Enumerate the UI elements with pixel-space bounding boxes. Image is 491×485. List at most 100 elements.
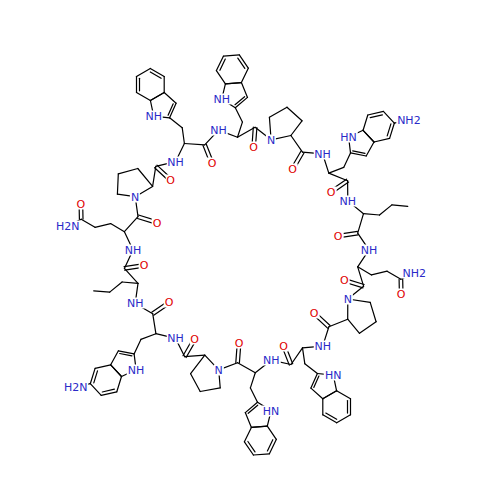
- bond: [150, 72, 161, 78]
- bond: [241, 68, 248, 82]
- bond: [170, 118, 183, 128]
- bond: [124, 268, 138, 283]
- nitrogen-label: NH: [209, 125, 228, 136]
- bond: [124, 217, 138, 232]
- bond: [164, 77, 165, 93]
- bond: [139, 78, 140, 91]
- oxygen-label: O: [76, 199, 87, 210]
- bond: [238, 58, 245, 68]
- bond: [117, 377, 122, 392]
- nitrogen-label: NH: [313, 341, 332, 352]
- nitrogen-label: HN: [339, 132, 358, 143]
- bond: [311, 388, 323, 399]
- bond: [358, 214, 364, 233]
- bond: [350, 399, 351, 415]
- bond: [287, 107, 302, 121]
- oxygen-label: O: [396, 289, 407, 300]
- bond: [344, 153, 351, 168]
- nitrogen-label: NH2: [396, 114, 422, 125]
- bond: [164, 93, 176, 104]
- nitrogen-label: NH: [126, 298, 145, 309]
- bond: [110, 282, 122, 292]
- bond: [101, 392, 117, 396]
- bond: [238, 122, 243, 137]
- nitrogen-label: NH: [166, 333, 185, 344]
- bond: [363, 115, 368, 130]
- bond: [118, 169, 138, 174]
- bond: [94, 291, 110, 292]
- oxygen-label: O: [139, 260, 150, 271]
- nitrogen-label: NH: [166, 156, 185, 167]
- bond: [150, 93, 164, 101]
- nitrogen-label: NH: [127, 364, 146, 375]
- nitrogen-label: NH: [212, 94, 231, 105]
- bond: [291, 348, 303, 365]
- nitrogen-label: NH: [360, 244, 379, 255]
- nitrogen-label: NH: [124, 245, 143, 256]
- bond: [153, 166, 156, 186]
- bond: [216, 71, 225, 84]
- bond: [363, 130, 374, 142]
- bond: [267, 426, 276, 439]
- bond: [225, 83, 241, 84]
- bond: [314, 376, 319, 387]
- bond: [323, 391, 337, 399]
- oxygen-label: O: [339, 275, 350, 286]
- bond: [184, 144, 204, 145]
- bond: [250, 388, 257, 402]
- nitrogen-label: N: [130, 191, 140, 202]
- bond: [323, 391, 337, 399]
- bond: [111, 224, 125, 232]
- bond: [150, 93, 164, 101]
- bond: [364, 214, 380, 215]
- oxygen-label: O: [248, 142, 259, 153]
- oxygen-label: O: [309, 308, 320, 319]
- bond: [326, 413, 337, 419]
- bond: [95, 365, 111, 369]
- bond: [235, 97, 245, 105]
- bond: [337, 415, 351, 423]
- nitrogen-label: NH: [339, 195, 358, 206]
- bond: [387, 271, 401, 279]
- bond: [238, 363, 256, 373]
- bond: [374, 138, 390, 142]
- oxygen-label: O: [164, 297, 175, 308]
- bond: [370, 302, 376, 321]
- nitrogen-label: HN: [324, 370, 343, 381]
- bond: [337, 391, 351, 399]
- bond: [137, 69, 151, 77]
- bond: [182, 128, 184, 144]
- bond: [94, 371, 98, 383]
- bond: [358, 267, 372, 275]
- bond: [191, 374, 201, 392]
- bond: [347, 401, 348, 414]
- bond: [216, 56, 223, 70]
- bond: [291, 121, 302, 136]
- bond: [251, 426, 267, 427]
- bond: [248, 405, 258, 413]
- bond: [370, 115, 382, 118]
- bond: [141, 334, 156, 340]
- bond: [137, 93, 151, 101]
- bond: [200, 388, 220, 392]
- bond: [117, 174, 119, 194]
- oxygen-label: O: [287, 164, 298, 175]
- bond: [81, 219, 95, 227]
- bond: [95, 224, 111, 228]
- oxygen-label: O: [189, 334, 200, 345]
- nitrogen-label: NH2: [402, 267, 428, 278]
- nitrogen-label: N: [266, 134, 276, 145]
- oxygen-label: O: [152, 217, 163, 228]
- bond: [138, 169, 153, 187]
- bond: [305, 364, 318, 374]
- bond: [111, 351, 119, 365]
- bond: [329, 173, 348, 181]
- bond: [372, 271, 388, 275]
- bond: [220, 59, 225, 70]
- bond: [122, 282, 138, 283]
- bond: [363, 130, 374, 142]
- bond: [269, 439, 276, 453]
- bond: [245, 402, 257, 412]
